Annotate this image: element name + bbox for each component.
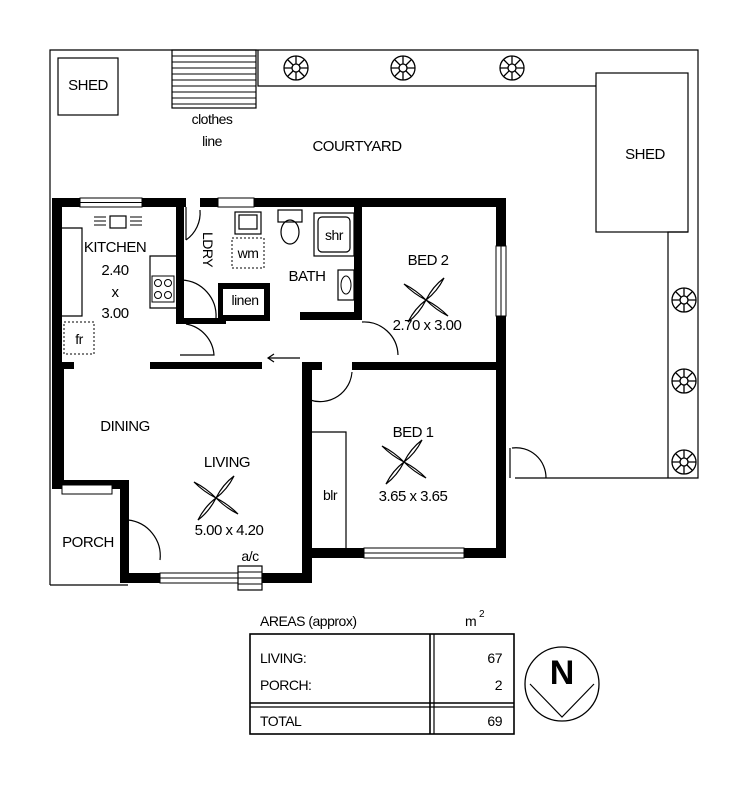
bed2-label: BED 2 bbox=[408, 252, 449, 269]
bath-label: BATH bbox=[289, 268, 326, 285]
courtyard-label: COURTYARD bbox=[312, 138, 402, 155]
hall-arrow-icon bbox=[266, 353, 300, 363]
garden-bed bbox=[257, 50, 688, 478]
kitchen-x: x bbox=[112, 284, 120, 301]
areas-row-value: 67 bbox=[487, 650, 502, 666]
aircon-unit bbox=[237, 565, 263, 591]
robe-label: blr bbox=[323, 487, 338, 503]
compass-n-label: N bbox=[550, 654, 575, 692]
washing-machine-label: wm bbox=[237, 245, 259, 261]
shed-right-label: SHED bbox=[625, 146, 665, 163]
shed-left-label: SHED bbox=[68, 77, 108, 94]
bed2-size: 2.70 x 3.00 bbox=[393, 317, 462, 334]
kitchen-label: KITCHEN bbox=[84, 239, 146, 256]
areas-total-label: TOTAL bbox=[260, 713, 302, 729]
shrub-icon bbox=[671, 449, 697, 475]
clothes-line: clothes line bbox=[171, 49, 257, 149]
ceiling-fan-icon bbox=[193, 475, 239, 521]
site-boundary bbox=[49, 49, 699, 586]
areas-row-label: PORCH: bbox=[260, 677, 311, 693]
stove-icon bbox=[151, 275, 175, 303]
north-compass-icon: N bbox=[524, 646, 600, 722]
shrub-icon bbox=[671, 368, 697, 394]
bed1-size: 3.65 x 3.65 bbox=[379, 488, 448, 505]
shrub-icon bbox=[499, 55, 525, 81]
shrub-icon bbox=[390, 55, 416, 81]
areas-unit-superscript: 2 bbox=[479, 609, 485, 620]
clothes-line-label-1: clothes bbox=[192, 111, 233, 127]
ceiling-fan-icon bbox=[381, 439, 427, 485]
shed-right: SHED bbox=[595, 72, 689, 233]
areas-title: AREAS (approx) bbox=[260, 613, 356, 629]
kitchen-height: 3.00 bbox=[101, 305, 128, 322]
areas-table: AREAS (approx) m 2 LIVING: 67 PORCH: 2 T… bbox=[249, 609, 515, 735]
shrub-icon bbox=[671, 287, 697, 313]
bed1-label: BED 1 bbox=[393, 424, 434, 441]
areas-unit: m bbox=[465, 613, 476, 629]
living-size: 5.00 x 4.20 bbox=[195, 522, 264, 539]
areas-total-value: 69 bbox=[487, 713, 502, 729]
doors bbox=[127, 207, 547, 561]
areas-row-value: 2 bbox=[495, 677, 503, 693]
built-in-robe: blr bbox=[312, 431, 347, 548]
kitchen-fixtures: fr bbox=[62, 215, 176, 355]
laundry-label: LDRY bbox=[200, 232, 216, 268]
bath-fixtures: shr bbox=[277, 209, 355, 301]
shrub-icon bbox=[283, 55, 309, 81]
laundry-fixtures: wm bbox=[231, 211, 265, 269]
porch-label: PORCH bbox=[62, 534, 114, 551]
fridge-label: fr bbox=[75, 331, 83, 347]
aircon-label: a/c bbox=[241, 548, 259, 564]
shed-left: SHED bbox=[57, 57, 119, 116]
shower-label: shr bbox=[325, 227, 344, 243]
living-label: LIVING bbox=[204, 454, 250, 471]
clothes-line-label-2: line bbox=[202, 133, 223, 149]
house-walls bbox=[52, 198, 506, 583]
areas-row-label: LIVING: bbox=[260, 650, 306, 666]
shrubs bbox=[283, 55, 697, 475]
kitchen-width: 2.40 bbox=[101, 262, 128, 279]
windows bbox=[61, 197, 507, 584]
linen-label: linen bbox=[231, 292, 258, 308]
ceiling-fan-icon bbox=[403, 277, 449, 323]
dining-label: DINING bbox=[100, 418, 150, 435]
